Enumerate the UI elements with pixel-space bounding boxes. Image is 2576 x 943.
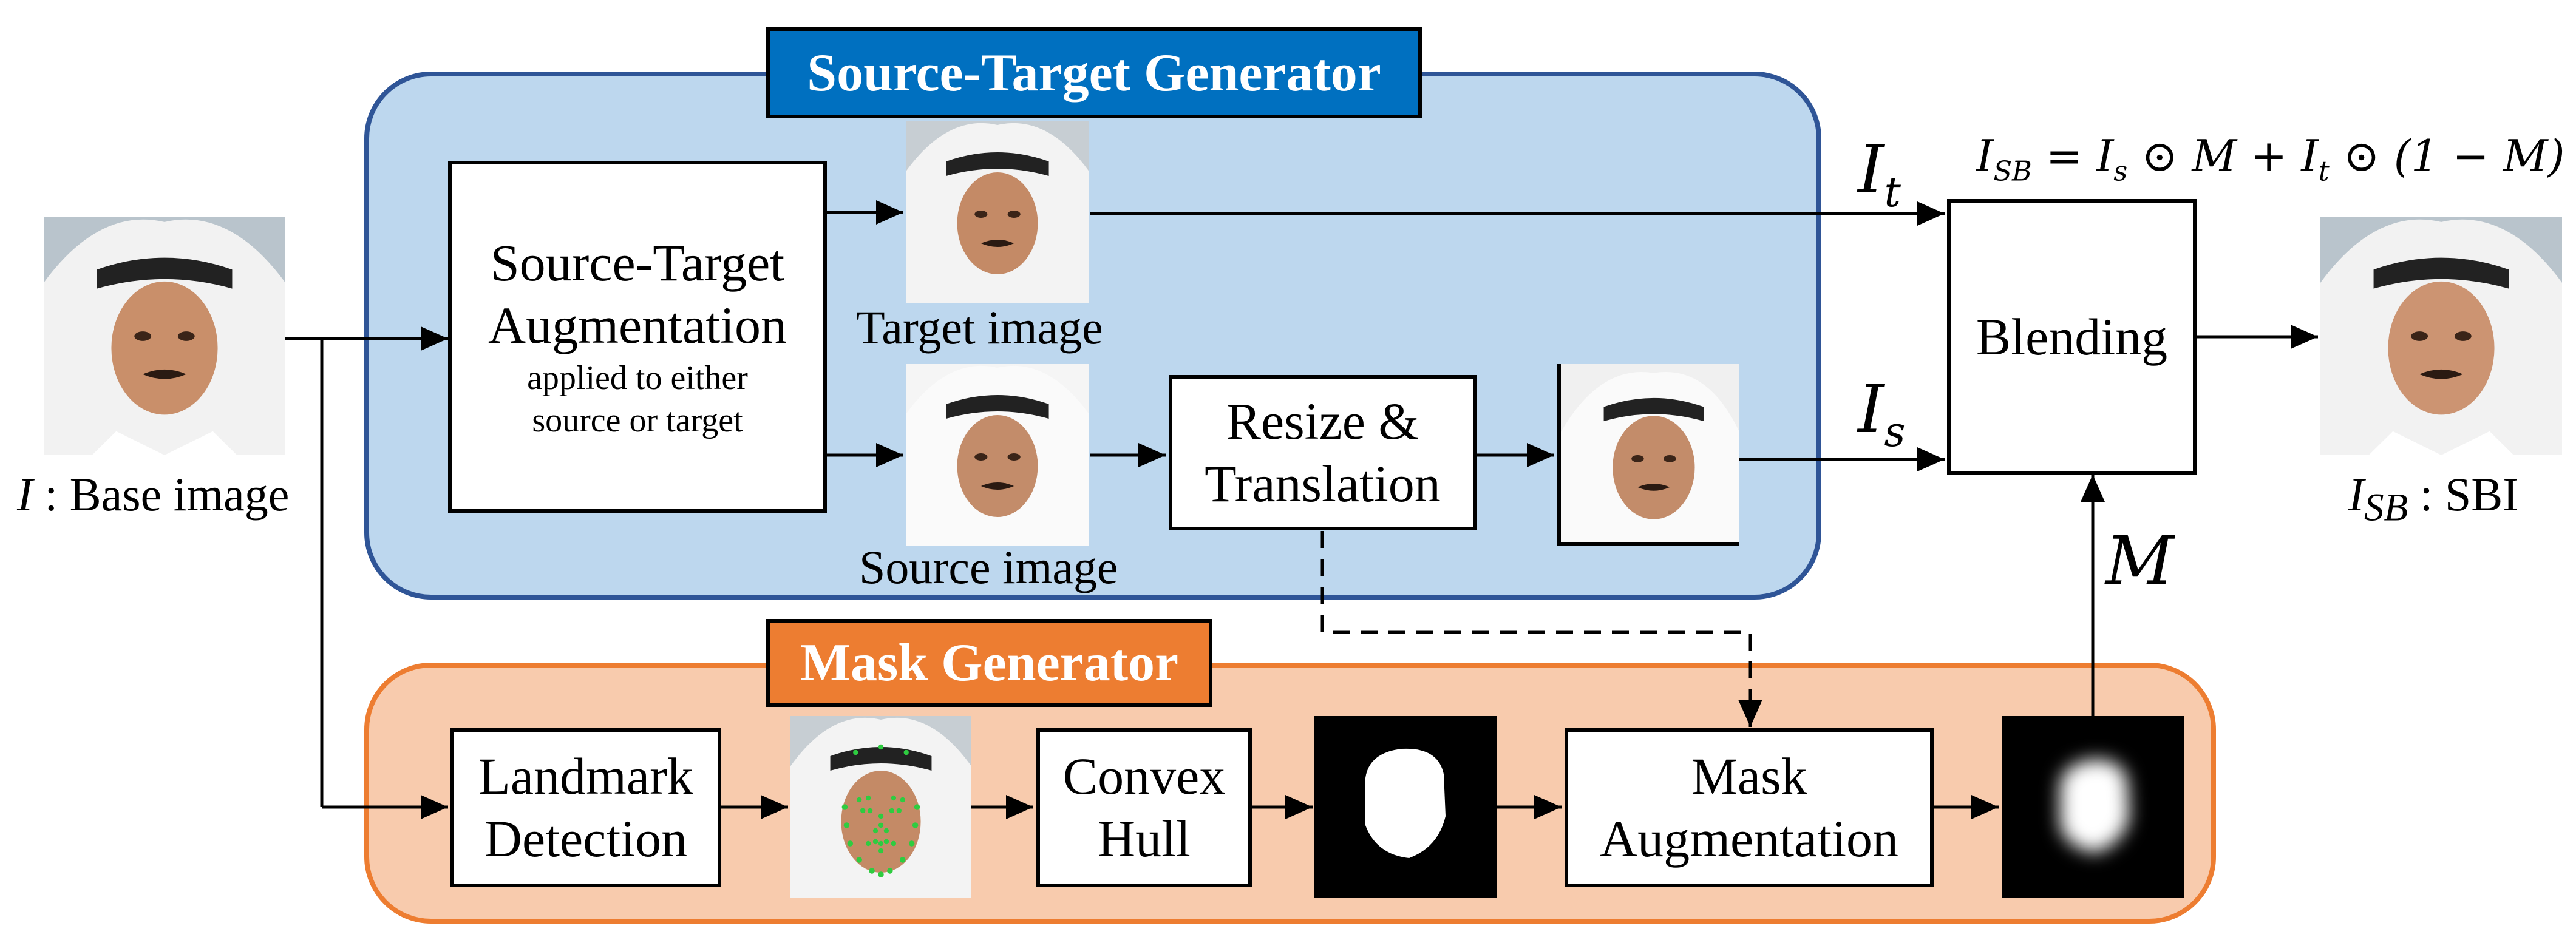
base-image-symbol: I bbox=[17, 468, 33, 521]
formula-s: s bbox=[2113, 155, 2128, 188]
blending-box: Blending bbox=[1947, 199, 2197, 475]
formula-i2: I bbox=[2096, 130, 2114, 181]
landmark-face-image bbox=[790, 716, 971, 898]
target-image-thumbnail bbox=[906, 121, 1089, 303]
it-sub: t bbox=[1884, 169, 1901, 217]
target-symbol-it: It bbox=[1858, 130, 1901, 217]
landmark-line2: Detection bbox=[484, 809, 688, 868]
augmentation-note-line1: applied to either bbox=[527, 359, 748, 397]
sbi-label: ISB : SBI bbox=[2348, 467, 2518, 531]
augmentation-title-line2: Augmentation bbox=[488, 296, 787, 354]
mask-aug-line1: Mask bbox=[1691, 746, 1807, 805]
source-target-generator-title: Source-Target Generator bbox=[766, 27, 1422, 118]
sbi-symbol: I bbox=[2348, 468, 2364, 521]
formula-mid2: ⊙ M + bbox=[2127, 130, 2302, 181]
dashed-link-resize-to-mask-aug bbox=[1320, 531, 1762, 727]
landmark-line1: Landmark bbox=[478, 746, 693, 805]
formula-end: ⊙ (1 − M) bbox=[2329, 130, 2565, 181]
formula-i3: I bbox=[2301, 130, 2319, 181]
convex-hull-mask-image bbox=[1314, 716, 1497, 898]
resize-translation-box: Resize & Translation bbox=[1169, 375, 1477, 530]
mask-generator-title: Mask Generator bbox=[766, 619, 1212, 707]
resize-line1: Resize & bbox=[1226, 391, 1419, 450]
convex-line2: Hull bbox=[1098, 809, 1191, 868]
formula-i1: I bbox=[1976, 130, 1994, 181]
target-image-label: Target image bbox=[856, 301, 1103, 354]
base-image-text: : Base image bbox=[32, 468, 290, 521]
formula-mid1: = bbox=[2031, 130, 2096, 181]
is-main: I bbox=[1858, 370, 1884, 448]
mask-augmentation-box: Mask Augmentation bbox=[1565, 728, 1934, 887]
blending-formula: ISB = Is ⊙ M + It ⊙ (1 − M) bbox=[1976, 130, 2565, 187]
resized-source-image bbox=[1557, 364, 1739, 546]
sbi-output-image bbox=[2320, 217, 2562, 455]
base-image bbox=[44, 217, 285, 455]
is-sub: s bbox=[1884, 408, 1906, 456]
source-image-thumbnail bbox=[906, 364, 1089, 546]
landmark-detection-box: Landmark Detection bbox=[450, 728, 721, 887]
mask-aug-line2: Augmentation bbox=[1599, 809, 1899, 868]
augmentation-note-line2: source or target bbox=[532, 402, 743, 440]
it-main: I bbox=[1858, 130, 1884, 208]
source-symbol-is: Is bbox=[1858, 370, 1905, 456]
blending-label: Blending bbox=[1976, 307, 2168, 366]
convex-hull-box: Convex Hull bbox=[1036, 728, 1252, 887]
convex-line1: Convex bbox=[1062, 746, 1226, 805]
mask-symbol-m: M bbox=[2105, 522, 2174, 600]
source-target-augmentation-box: Source-Target Augmentation applied to ei… bbox=[448, 161, 827, 513]
resize-line2: Translation bbox=[1205, 455, 1441, 513]
blurred-mask-image bbox=[2002, 716, 2184, 898]
formula-sb: SB bbox=[1993, 155, 2032, 188]
sbi-subscript: SB bbox=[2364, 485, 2408, 530]
base-image-label: I : Base image bbox=[17, 467, 289, 522]
augmentation-title-line1: Source-Target bbox=[490, 233, 785, 292]
formula-t: t bbox=[2318, 155, 2330, 188]
source-image-label: Source image bbox=[859, 541, 1118, 593]
sbi-text: : SBI bbox=[2408, 468, 2519, 521]
